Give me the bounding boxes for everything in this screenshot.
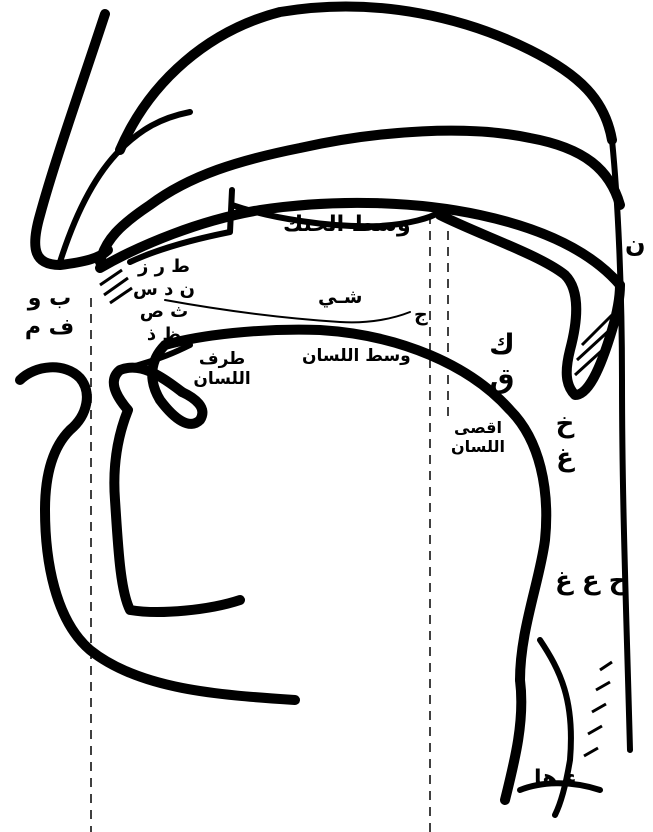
- vocal-fold-marks: [584, 662, 612, 756]
- label-letter-jeem: ج: [414, 306, 428, 325]
- label-letter-noon: ن: [625, 232, 645, 256]
- chin: [20, 367, 295, 700]
- label-letters-lips: ب و ف م: [22, 285, 77, 342]
- label-tongue-middle: وسط اللسان: [302, 348, 411, 365]
- airflow-line: [165, 300, 410, 322]
- label-letters-qaf-kaf: ك ق: [482, 328, 522, 395]
- soft-palate: [440, 215, 620, 395]
- upper-teeth: [100, 270, 132, 303]
- label-hard-palate: وسط الحنك: [283, 214, 411, 236]
- label-letters-ain-ha: ح ع غ: [555, 568, 627, 594]
- label-tongue-tip: طرف اللسان: [182, 350, 262, 389]
- throat-front-wall: [505, 680, 521, 800]
- lower-lip: [114, 368, 240, 612]
- label-tongue-back: اقصى اللسان: [448, 418, 508, 456]
- label-letters-front: ط ر ز ن د س ث ص ظ ذ: [130, 256, 198, 346]
- skull-arc: [120, 6, 612, 150]
- label-letters-hamza-ha: ء ها: [534, 768, 576, 790]
- label-letters-kha-ghain: خ غ: [550, 408, 580, 476]
- label-letters-sheen-ya: شـي: [318, 288, 362, 307]
